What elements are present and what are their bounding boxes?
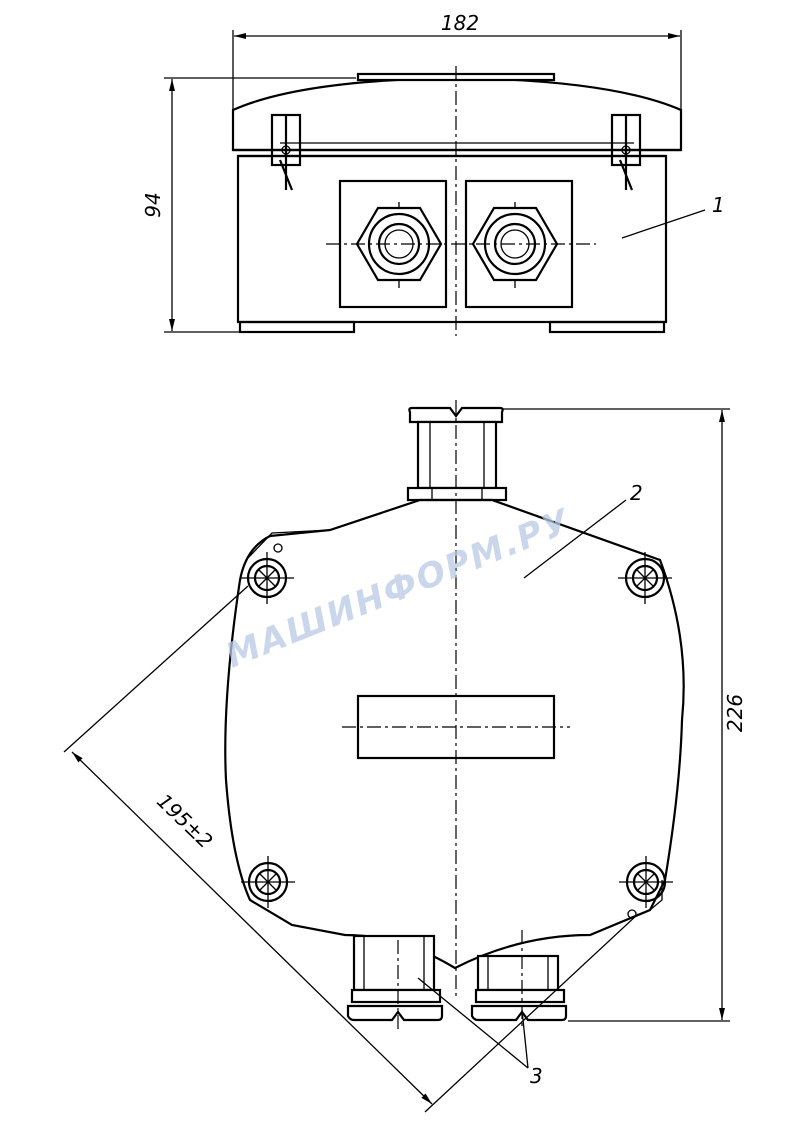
box-body — [236, 154, 668, 324]
front-height-dimension: 226 — [723, 694, 747, 732]
screw-top-left — [240, 543, 294, 604]
leader-3a — [417, 977, 529, 1069]
leader-3b — [521, 1009, 529, 1069]
screw-top-right — [618, 552, 672, 604]
part-label-3: 3 — [530, 1064, 543, 1088]
corner-plate-br — [649, 880, 663, 911]
part-label-1: 1 — [712, 193, 725, 217]
top-view: 182 94 1 — [141, 11, 725, 336]
top-cable-gland — [406, 406, 508, 502]
part-label-2: 2 — [630, 481, 643, 505]
leader-1 — [621, 209, 706, 239]
right-foot — [548, 320, 666, 334]
bottom-right-cable-gland — [470, 930, 568, 1030]
diagonal-dimension: 195±2 — [152, 789, 217, 853]
left-foot — [238, 320, 356, 334]
corner-plate-tl — [245, 529, 331, 561]
right-latch — [610, 113, 642, 191]
front-view: 226 195±2 2 3 — [63, 400, 747, 1113]
screw-bottom-right — [619, 856, 673, 919]
width-dimension: 182 — [441, 11, 479, 35]
diag-extension-2 — [424, 913, 639, 1113]
leader-2 — [523, 499, 627, 579]
height-dimension: 94 — [141, 192, 165, 217]
diagonal-dimension-line — [71, 751, 433, 1105]
bottom-left-cable-gland — [346, 934, 444, 1030]
diag-extension-1 — [63, 585, 249, 753]
left-latch — [270, 113, 302, 191]
